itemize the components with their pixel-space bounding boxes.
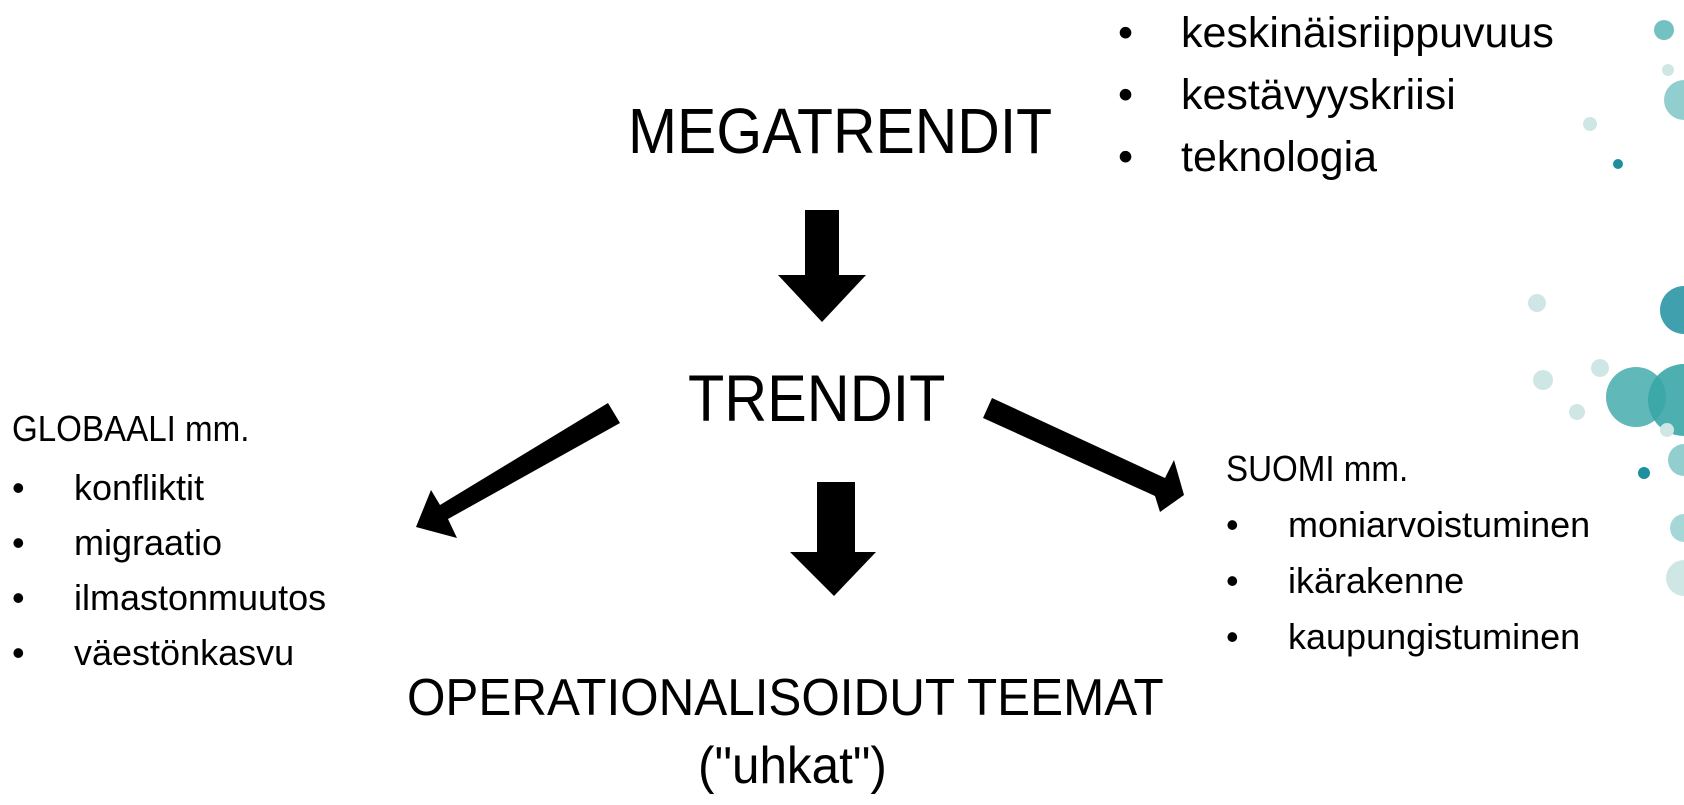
- finland-trend-label: kaupungistuminen: [1288, 616, 1581, 657]
- themes-subtitle: ("uhkat"): [698, 737, 887, 795]
- bullet-icon: •: [12, 522, 25, 563]
- bubble: [1528, 294, 1546, 312]
- bullet-icon: •: [12, 577, 25, 618]
- bullet-icon: •: [1118, 9, 1134, 57]
- bubble: [1613, 159, 1623, 169]
- trends-title: TRENDIT: [688, 361, 946, 435]
- global-trend-label: migraatio: [74, 522, 223, 563]
- megatrend-label: teknologia: [1181, 133, 1378, 181]
- list-item: • konfliktit: [12, 460, 326, 515]
- megatrend-label: kestävyyskriisi: [1181, 71, 1456, 119]
- list-item: • ilmastonmuutos: [12, 570, 326, 625]
- bubble: [1648, 364, 1684, 436]
- list-item: • ikärakenne: [1226, 553, 1590, 609]
- bullet-icon: •: [12, 467, 25, 508]
- global-list: • konfliktit • migraatio • ilmastonmuuto…: [12, 460, 326, 680]
- arrow-right: [983, 398, 1184, 512]
- megatrends-title: MEGATRENDIT: [628, 95, 1053, 167]
- bullet-icon: •: [1118, 71, 1134, 119]
- bullet-icon: •: [1226, 504, 1239, 545]
- finland-trend-label: ikärakenne: [1288, 560, 1465, 601]
- list-item: • kaupungistuminen: [1226, 609, 1590, 665]
- themes-title: OPERATIONALISOIDUT TEEMAT: [407, 669, 1164, 727]
- list-item: • moniarvoistuminen: [1226, 497, 1590, 553]
- arrow-down-bottom: [790, 482, 876, 596]
- bubble: [1569, 404, 1585, 420]
- megatrends-list: • keskinäisriippuvuus • kestävyyskriisi …: [1118, 2, 1554, 188]
- finland-list: • moniarvoistuminen • ikärakenne • kaupu…: [1226, 497, 1590, 665]
- bubble: [1638, 467, 1650, 479]
- bullet-icon: •: [1118, 133, 1134, 181]
- bullet-icon: •: [1226, 560, 1239, 601]
- list-item: • väestönkasvu: [12, 625, 326, 680]
- bubble: [1660, 286, 1684, 334]
- bubble: [1533, 370, 1553, 390]
- bubble: [1660, 423, 1674, 437]
- bubble: [1670, 514, 1684, 542]
- bubble: [1583, 117, 1597, 131]
- bubble: [1666, 560, 1684, 596]
- global-trend-label: konfliktit: [74, 467, 205, 508]
- bubble: [1668, 444, 1684, 476]
- list-item: • keskinäisriippuvuus: [1118, 2, 1554, 64]
- megatrend-label: keskinäisriippuvuus: [1181, 9, 1554, 57]
- bubble: [1664, 80, 1684, 120]
- bullet-icon: •: [1226, 616, 1239, 657]
- bubble: [1654, 20, 1674, 40]
- bubble: [1662, 64, 1674, 76]
- finland-title: SUOMI mm.: [1226, 448, 1409, 489]
- arrow-down-top: [778, 210, 866, 322]
- global-trend-label: väestönkasvu: [74, 632, 295, 673]
- global-title: GLOBAALI mm.: [12, 408, 250, 449]
- list-item: • migraatio: [12, 515, 326, 570]
- bullet-icon: •: [12, 632, 25, 673]
- list-item: • kestävyyskriisi: [1118, 64, 1554, 126]
- global-trend-label: ilmastonmuutos: [74, 577, 327, 618]
- finland-trend-label: moniarvoistuminen: [1288, 504, 1591, 545]
- arrow-left: [416, 403, 620, 538]
- bubble: [1591, 359, 1609, 377]
- list-item: • teknologia: [1118, 126, 1554, 188]
